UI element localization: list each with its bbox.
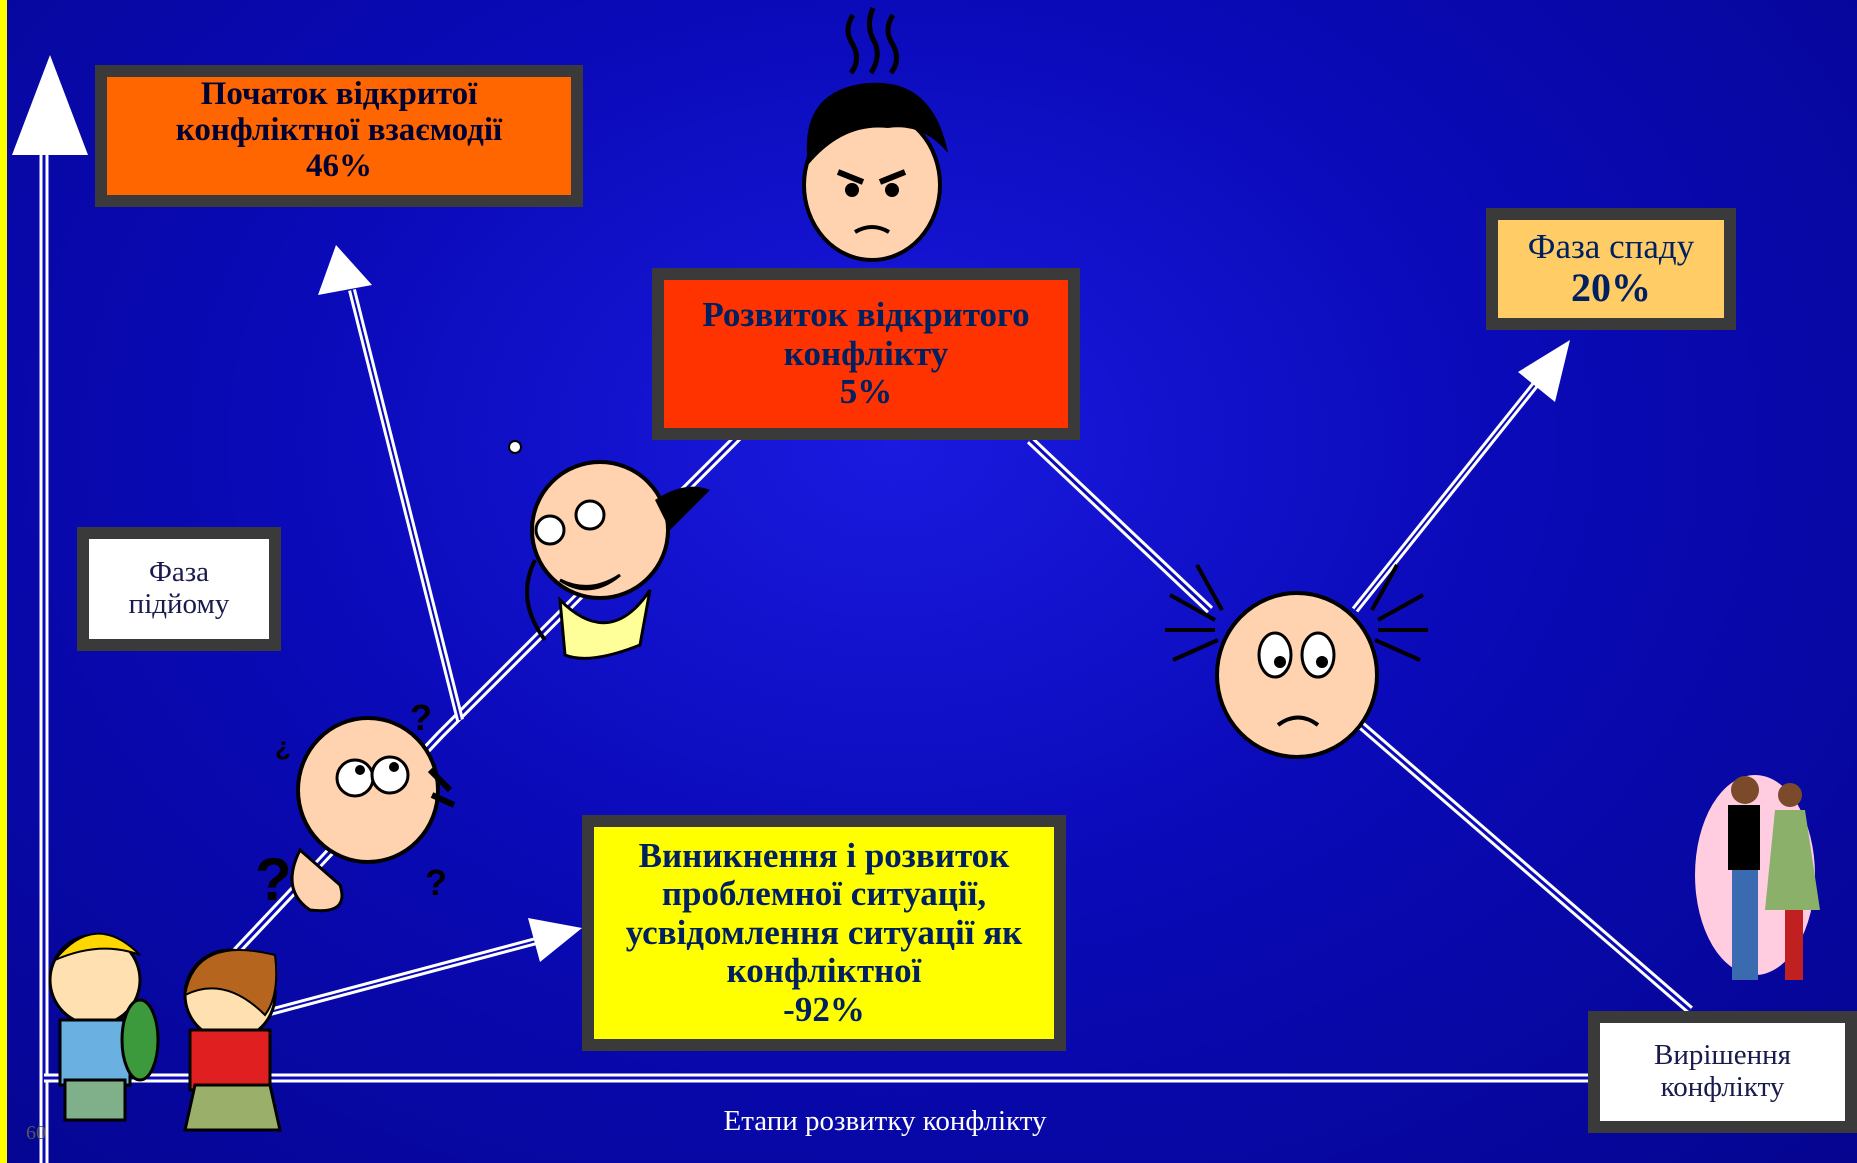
- worried-man-icon: [1165, 564, 1428, 759]
- conflict-resolution-box: Вирішення конфлікту: [1588, 1011, 1857, 1133]
- slide-number: 60: [26, 1122, 46, 1144]
- start-box-percent: 46%: [306, 148, 372, 185]
- rise-box-line2: підйому: [128, 588, 230, 620]
- decline-box-percent: 20%: [1571, 265, 1651, 311]
- arrow-to-decline: [1351, 340, 1570, 613]
- rise-phase-box: Фаза підйому: [77, 527, 281, 651]
- svg-text:?: ?: [425, 862, 447, 903]
- arrow-to-emerge: [238, 918, 582, 1024]
- develop-open-conflict-box: Розвиток відкритого конфлікту 5%: [652, 268, 1080, 440]
- svg-text:?: ?: [410, 697, 432, 738]
- start-open-conflict-box: Початок відкритої конфліктної взаємодії …: [95, 65, 583, 207]
- confused-man-icon: ? ? ? ¿: [255, 697, 456, 913]
- develop-box-line1: Розвиток відкритого: [702, 295, 1030, 335]
- decline-box-label: Фаза спаду: [1527, 226, 1695, 266]
- svg-text:¿: ¿: [275, 731, 291, 761]
- emerge-box-percent: -92%: [783, 989, 865, 1029]
- couple-icon: [1695, 775, 1820, 980]
- y-axis: [12, 55, 88, 1163]
- emerge-box-line3: усвідомлення ситуації як: [625, 912, 1023, 952]
- arrow-to-start: [318, 245, 464, 721]
- resolve-box-line1: Вирішення: [1654, 1039, 1791, 1072]
- svg-text:?: ?: [255, 846, 292, 913]
- y-axis-arrowhead: [12, 55, 88, 155]
- left-accent-bar: [0, 0, 7, 1163]
- emerge-box-line2: проблемної ситуації,: [661, 874, 987, 914]
- emergence-problem-situation-box: Виникнення і розвиток проблемної ситуаці…: [582, 815, 1066, 1051]
- rise-box-line1: Фаза: [148, 556, 210, 589]
- emerge-box-line1: Виникнення і розвиток: [638, 835, 1010, 875]
- start-box-line2: конфліктної взаємодії: [175, 111, 503, 148]
- angry-man-icon: [802, 6, 948, 262]
- shouting-man-icon: [508, 440, 710, 660]
- decline-phase-box: Фаза спаду 20%: [1486, 208, 1736, 330]
- children-with-frog-icon: [48, 932, 282, 1132]
- develop-box-line2: конфлікту: [783, 333, 949, 373]
- emerge-box-line4: конфліктної: [726, 951, 922, 991]
- resolve-box-line2: конфлікту: [1660, 1071, 1785, 1103]
- x-axis-label: Етапи розвитку конфлікту: [723, 1105, 1047, 1137]
- start-box-line1: Початок відкритої: [200, 75, 478, 112]
- develop-box-percent: 5%: [839, 372, 893, 412]
